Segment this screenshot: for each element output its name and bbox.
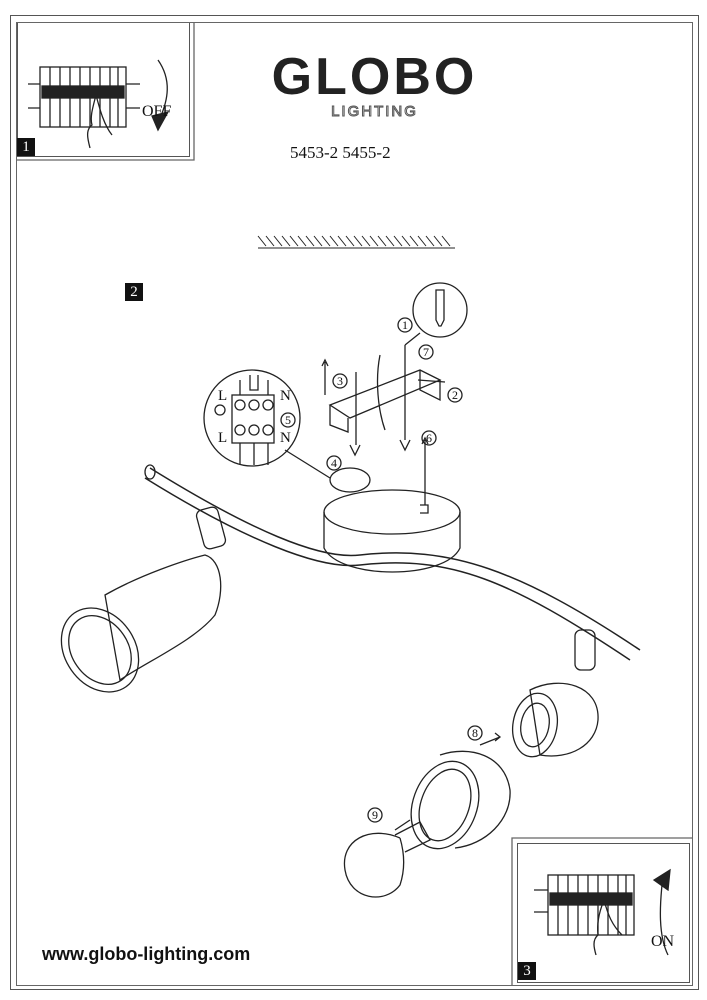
step-1-badge: 1	[17, 138, 35, 156]
callout-circles	[280, 317, 483, 823]
light-bulb	[343, 819, 431, 898]
mounting-bracket	[321, 345, 446, 514]
terminal-n-top: N	[280, 388, 291, 404]
callout-8: 8	[472, 726, 478, 740]
logo-subtitle: LIGHTING	[331, 103, 418, 120]
breaker-off-icon	[28, 59, 170, 149]
terminal-n-bottom: N	[280, 430, 291, 446]
breaker-on-icon	[534, 868, 671, 956]
callout-6: 6	[426, 431, 432, 445]
on-label: ON	[651, 933, 675, 950]
callout-9: 9	[372, 808, 378, 822]
off-label: OFF	[142, 103, 172, 120]
callout-3: 3	[337, 374, 343, 388]
page-border	[10, 15, 699, 990]
terminal-block-detail	[203, 369, 331, 479]
callout-4: 4	[331, 456, 337, 470]
ceiling-hatch	[257, 235, 455, 249]
callout-1: 1	[402, 318, 408, 332]
logo-wordmark: GLOBO	[271, 48, 478, 106]
terminal-l-top: L	[218, 388, 228, 404]
website-url: www.globo-lighting.com	[42, 944, 251, 964]
left-spotlight	[60, 506, 227, 693]
terminal-l-bottom: L	[218, 430, 228, 446]
step-3-badge: 3	[518, 962, 536, 980]
model-numbers: 5453-2 5455-2	[290, 143, 391, 162]
globo-logo: GLOBO LIGHTING	[262, 48, 487, 120]
panel-3	[517, 843, 690, 983]
step-2-badge: 2	[125, 283, 143, 301]
callout-5: 5	[285, 413, 291, 427]
main-panel	[16, 22, 693, 986]
right-spotlight	[410, 629, 599, 850]
callout-2: 2	[452, 388, 458, 402]
callout-7: 7	[423, 345, 429, 359]
